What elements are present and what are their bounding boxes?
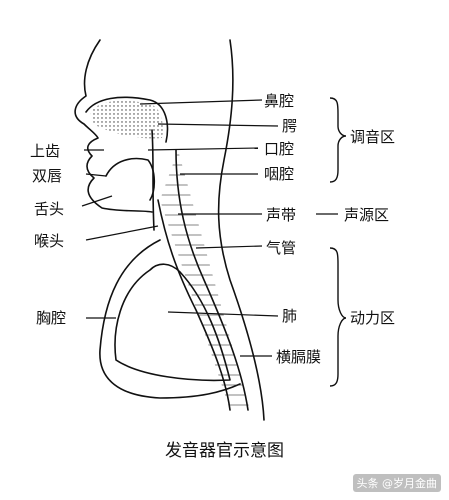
label-vocal-cords: 声带: [266, 206, 297, 224]
label-lips: 双唇: [32, 167, 63, 185]
pharynx-outline: [151, 129, 155, 231]
face-profile: [74, 39, 153, 213]
label-pharynx: 咽腔: [264, 165, 295, 183]
nasal-cavity-fill: [90, 100, 163, 139]
region-sound-source: 声源区: [344, 206, 390, 224]
label-oral-cavity: 口腔: [264, 140, 295, 158]
region-articulation: 调音区: [350, 128, 396, 146]
tongue-outline: [105, 157, 156, 201]
label-larynx: 喉头: [34, 232, 65, 250]
diagram-caption: 发音器官示意图: [165, 441, 284, 461]
label-nasal-cavity: 鼻腔: [264, 92, 295, 110]
neck-back: [217, 39, 265, 421]
label-lung: 肺: [282, 307, 298, 325]
articulation-brace: [329, 97, 347, 183]
power-brace: [329, 247, 347, 387]
trachea-rings: [160, 150, 250, 410]
label-tongue: 舌头: [34, 200, 65, 218]
label-trachea: 气管: [266, 239, 297, 257]
watermark: 头条 @岁月金曲: [352, 474, 441, 492]
label-upper-teeth: 上齿: [30, 142, 61, 160]
label-diaphragm: 横膈膜: [276, 348, 322, 366]
nasal-cavity-outline: [85, 96, 169, 143]
chest-outline: [99, 239, 241, 399]
region-power: 动力区: [350, 309, 396, 327]
label-palate: 腭: [282, 117, 298, 135]
label-chest: 胸腔: [36, 309, 67, 327]
